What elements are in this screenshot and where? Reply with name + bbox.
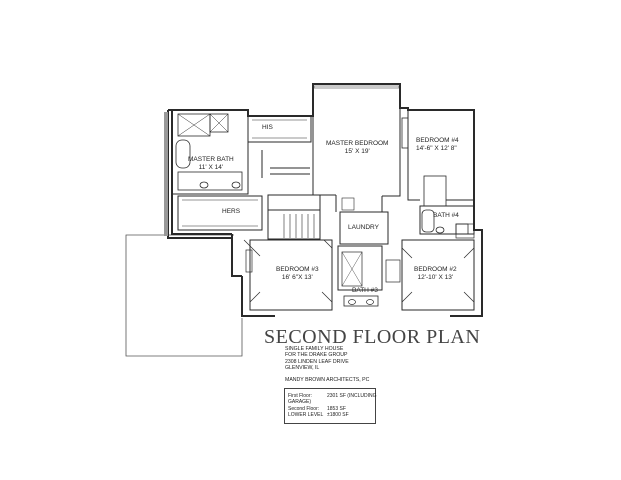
area-value-lower-level: ±1800 SF [327,412,349,418]
bedroom4-size: 14'-6" X 12' 8" [416,145,457,152]
wall-hatch [164,112,168,236]
room-label-master-bath: MASTER BATH 11' X 14' [188,156,234,172]
bedroom3-walls [243,239,333,311]
master-bath-name: MASTER BATH [188,156,234,163]
master-bath-size: 11' X 14' [198,164,224,171]
bedroom4-name: BEDROOM #4 [416,137,459,144]
room-label-bath4: BATH #4 [433,212,459,219]
plan-title: SECOND FLOOR PLAN [264,326,481,348]
bedroom3-size: 16' 6"X 13' [281,274,313,281]
garage-roof-outline [125,234,243,357]
project-info: SINGLE FAMILY HOUSE FOR THE DRAKE GROUP … [285,346,349,372]
hers-closet-walls [177,195,263,231]
project-line-1: SINGLE FAMILY HOUSE [285,346,344,352]
bath4-walls [419,205,475,235]
room-label-master-bedroom: MASTER BEDROOM 15' X 19' [326,140,388,156]
bedroom2-name: BEDROOM #2 [414,266,457,273]
room-label-his: HIS [262,124,273,131]
area-label-lower-level: LOWER LEVEL [288,412,324,418]
room-label-bedroom3: BEDROOM #3 16' 6"X 13' [276,266,319,282]
stair-walls [261,150,321,240]
room-label-bedroom4: BEDROOM #4 14'-6" X 12' 8" [416,137,459,153]
project-line-4: GLENVIEW, IL [285,365,320,372]
architect-name: MANDY BROWN ARCHITECTS, PC [285,377,370,383]
area-value-first-floor-cont: GARAGE) [288,399,312,405]
bedroom3-name: BEDROOM #3 [276,266,319,273]
area-label-first-floor: First Floor: [288,393,312,399]
room-label-bath3: BATH #3 [352,287,378,294]
area-label-second-floor: Second Floor: [288,406,320,412]
bath3-walls [337,245,383,307]
bedroom4-walls [401,110,474,207]
bedroom2-size: 12'-10' X 13' [417,274,454,281]
room-label-hers: HERS [222,208,241,215]
room-label-laundry: LAUNDRY [348,224,379,231]
area-value-first-floor: 2301 SF (INCLUDING [327,393,377,399]
area-summary-box: First Floor: 2301 SF (INCLUDING GARAGE) … [284,388,376,424]
area-value-second-floor: 1853 SF [327,406,346,412]
project-line-3: 2308 LINDEN LEAF DRIVE [285,358,349,365]
master-bath-walls [171,109,249,195]
master-bedroom-size: 15' X 19' [344,148,370,155]
bedroom2-walls [385,223,475,311]
master-bedroom-name: MASTER BEDROOM [326,140,389,147]
laundry-walls [335,195,389,245]
room-label-bedroom2: BEDROOM #2 12'-10' X 13' [414,266,457,282]
project-line-2: FOR THE DRAKE GROUP [285,352,348,359]
his-closet-walls [247,115,312,143]
